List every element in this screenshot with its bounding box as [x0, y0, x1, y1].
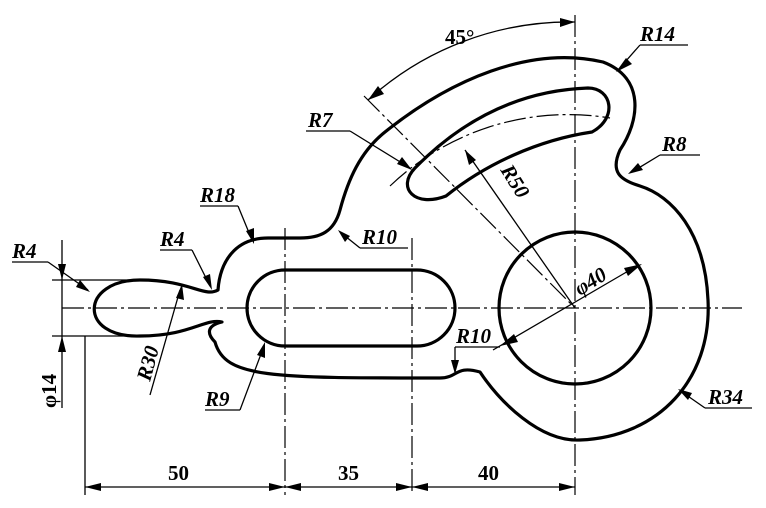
label-r9: R9: [204, 387, 230, 411]
bottom-dimensions: [85, 483, 575, 491]
label-dia40: φ40: [570, 262, 611, 300]
dimension-40: 40: [478, 461, 499, 485]
dimension-35: 35: [338, 461, 359, 485]
label-r50: R50: [495, 159, 535, 203]
arc-slot-centerline-45: [363, 95, 576, 309]
extension-lines: [52, 240, 140, 495]
straight-slot: [245, 268, 457, 348]
angle-label: 45°: [445, 25, 474, 49]
bore-circle: [497, 230, 653, 386]
arc-slot: [405, 86, 611, 202]
label-r8: R8: [661, 132, 687, 156]
label-r30: R30: [131, 343, 164, 384]
label-r4-neck: R4: [159, 227, 185, 251]
label-r34: R34: [707, 385, 743, 409]
dia14-label: φ14: [37, 373, 61, 408]
part-outline: [92, 56, 710, 442]
angle-dimension: [367, 18, 576, 101]
dimension-50: 50: [168, 461, 189, 485]
label-r10-top: R10: [361, 225, 398, 249]
label-r4-left: R4: [11, 239, 37, 263]
label-r14: R14: [639, 22, 675, 46]
arc-slot-center-arc: [389, 113, 611, 187]
label-r18: R18: [199, 183, 236, 207]
leaders: [12, 44, 752, 411]
center-lines: [62, 15, 742, 495]
label-r10-bottom: R10: [455, 324, 492, 348]
label-r7: R7: [307, 108, 334, 132]
